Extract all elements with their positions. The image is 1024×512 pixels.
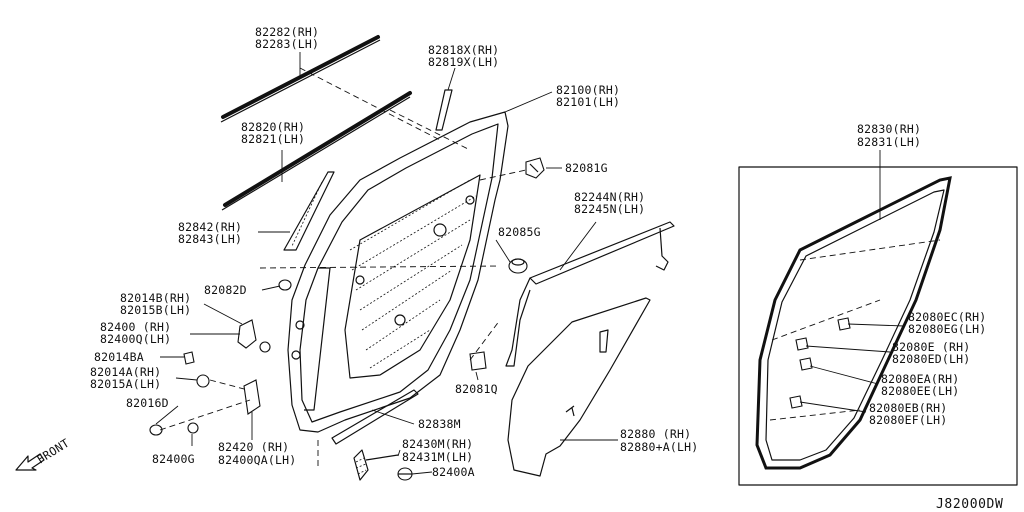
part-82400g-nut[interactable] — [187, 422, 199, 434]
callout-82818-lh: 82819X(LH) — [428, 55, 499, 69]
callout-82400a: 82400A — [432, 465, 475, 479]
callout-82014a-rh: 82014A(RH) — [90, 365, 161, 379]
part-82430m-regulator[interactable] — [353, 449, 399, 481]
part-82282-moulding[interactable] — [220, 35, 381, 123]
callout-82080eb-lh: 82080EF(LH) — [869, 413, 947, 427]
callout-82818-rh: 82818X(RH) — [428, 43, 499, 57]
callout-82842-rh: 82842(RH) — [178, 220, 242, 234]
callout-82400-lh: 82400Q(LH) — [100, 332, 171, 346]
callout-82244-lh: 82245N(LH) — [574, 202, 645, 216]
part-82080ec-clip[interactable] — [837, 317, 851, 331]
callout-labels: 82282(RH) 82283(LH) 82818X(RH) 82819X(LH… — [90, 25, 986, 479]
part-82082d-clip[interactable] — [278, 279, 292, 291]
part-82880-door-glass[interactable] — [507, 297, 651, 477]
part-82400-upper-hinge[interactable] — [237, 319, 271, 353]
callout-82016d: 82016D — [126, 396, 169, 410]
part-82100-door-panel[interactable] — [287, 111, 509, 433]
callout-82820-lh: 82821(LH) — [241, 132, 305, 146]
part-82085g-grommet[interactable] — [508, 258, 528, 274]
callout-82080ec-rh: 82080EC(RH) — [908, 310, 986, 324]
callout-82880-lh: 82880+A(LH) — [620, 440, 698, 454]
callout-82080e-rh: 82080E (RH) — [892, 340, 970, 354]
inset-frame — [738, 166, 1018, 486]
callout-82838m: 82838M — [418, 417, 461, 431]
callout-82080e-lh: 82080ED(LH) — [892, 352, 970, 366]
arrow-left-down-icon — [15, 453, 45, 471]
callout-82100-rh: 82100(RH) — [556, 83, 620, 97]
leader-lines — [155, 52, 905, 475]
callout-82080ea-rh: 82080EA(RH) — [881, 372, 959, 386]
callout-82014a-lh: 82015A(LH) — [90, 377, 161, 391]
part-82244n-channel[interactable] — [505, 221, 675, 367]
callout-82085g: 82085G — [498, 225, 541, 239]
part-82830-door-weatherstrip[interactable] — [755, 176, 952, 470]
callout-82430m-rh: 82430M(RH) — [402, 437, 473, 451]
part-82081q-clip[interactable] — [469, 351, 487, 371]
callout-82082d: 82082D — [204, 283, 247, 297]
callout-82400-rh: 82400 (RH) — [100, 320, 171, 334]
callout-82080ec-lh: 82080EG(LH) — [908, 322, 986, 336]
callout-82080ea-lh: 82080EE(LH) — [881, 384, 959, 398]
part-82400a-bolt[interactable] — [397, 467, 413, 481]
callout-82014b-rh: 82014B(RH) — [120, 291, 191, 305]
callout-82081g: 82081G — [565, 161, 608, 175]
diagram-code: J82000DW — [936, 497, 1003, 512]
callout-82842-lh: 82843(LH) — [178, 232, 242, 246]
callout-82244-rh: 82244N(RH) — [574, 190, 645, 204]
callout-82080eb-rh: 82080EB(RH) — [869, 401, 947, 415]
callout-82880-rh: 82880 (RH) — [620, 427, 691, 441]
callout-82430m-lh: 82431M(LH) — [402, 450, 473, 464]
front-label: FRONT — [34, 436, 72, 467]
callout-82282-lh: 82283(LH) — [255, 37, 319, 51]
callout-82400g: 82400G — [152, 452, 195, 466]
front-indicator: FRONT — [15, 436, 72, 471]
part-82080eb-clip[interactable] — [789, 395, 803, 409]
callout-82830-rh: 82830(RH) — [857, 122, 921, 136]
part-82081g-clip[interactable] — [525, 157, 545, 179]
part-82820-weatherstrip[interactable] — [221, 91, 412, 211]
part-82842-sash-cover[interactable] — [283, 171, 335, 251]
callout-82100-lh: 82101(LH) — [556, 95, 620, 109]
part-82014ba-bolt[interactable] — [183, 351, 195, 365]
callout-82081q: 82081Q — [455, 382, 498, 396]
callout-82420-rh: 82420 (RH) — [218, 440, 289, 454]
part-82838m-belt-moulding[interactable] — [331, 389, 419, 445]
callout-82830-lh: 82831(LH) — [857, 135, 921, 149]
part-82016d-bolt[interactable] — [149, 424, 163, 436]
callout-82820-rh: 82820(RH) — [241, 120, 305, 134]
callout-82282-rh: 82282(RH) — [255, 25, 319, 39]
part-82080e-clip[interactable] — [795, 337, 809, 351]
callout-82420-lh: 82400QA(LH) — [218, 453, 296, 467]
callout-82014ba: 82014BA — [94, 350, 144, 364]
part-82420-lower-hinge[interactable] — [243, 379, 261, 415]
callout-82014b-lh: 82015B(LH) — [120, 303, 191, 317]
part-82014a-bolt[interactable] — [196, 374, 210, 388]
weatherstrip-inset — [738, 166, 1018, 486]
part-82818x-strip[interactable] — [435, 89, 453, 131]
part-82080ea-clip[interactable] — [799, 357, 813, 371]
